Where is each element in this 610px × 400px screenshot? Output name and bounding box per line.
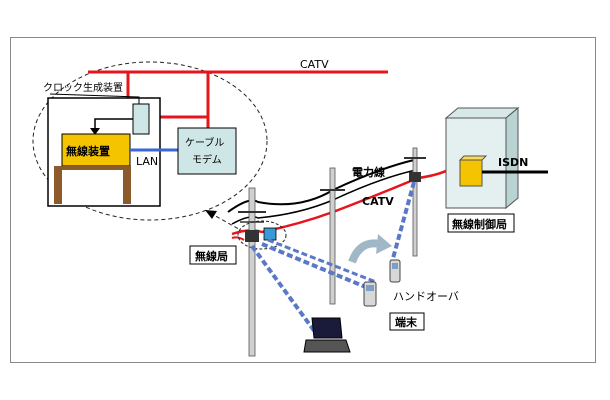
- pole-3: [412, 147, 418, 257]
- cable-modem-label-1: ケーブル: [185, 136, 224, 149]
- device-stand-bar: [54, 166, 131, 170]
- lan-label: LAN: [136, 155, 158, 168]
- catv-top-label: CATV: [300, 58, 329, 71]
- link-pole3-to-phone: [390, 181, 416, 263]
- link-station-to-laptop: [250, 244, 320, 338]
- clock-to-device-line: [94, 118, 133, 128]
- station-unit-blue: [263, 227, 277, 241]
- catv-mid-label: CATV: [362, 195, 394, 208]
- pole-1: [248, 187, 256, 357]
- wireless-station-label-box: [189, 245, 237, 265]
- cable-modem-box: [177, 127, 237, 175]
- pole-2: [329, 167, 336, 305]
- handover-arrowhead: [376, 234, 392, 254]
- power-line-label: 電力線: [352, 165, 385, 179]
- link-station-to-phone: [261, 242, 369, 290]
- device-leg-left: [54, 166, 62, 204]
- control-station-label-box: [447, 213, 515, 233]
- link-station-to-phone-2: [267, 238, 377, 284]
- station-highlight-ellipse: [237, 220, 287, 250]
- pole-3-unit: [409, 172, 421, 182]
- terminal-label-box: [389, 312, 425, 331]
- terminal-label: 端末: [395, 315, 418, 329]
- station-unit-black: [245, 230, 259, 242]
- phone-old-screen: [366, 285, 374, 291]
- clock-callout-line: [49, 93, 140, 104]
- laptop-screen: [311, 317, 343, 339]
- zoom-arrowhead: [205, 210, 217, 219]
- clock-generator-box: [132, 103, 150, 135]
- wireless-station-label: 無線局: [195, 249, 228, 263]
- control-station-label: 無線制御局: [452, 217, 507, 231]
- handover-arrow: [348, 239, 381, 264]
- control-equipment-box: [459, 159, 483, 187]
- clock-to-device-arrowhead: [90, 128, 100, 135]
- cable-modem-label-2: モデム: [192, 153, 222, 166]
- isdn-label: ISDN: [498, 156, 528, 169]
- handover-label: ハンドオーバ: [393, 290, 459, 303]
- phone-new-screen: [392, 263, 398, 269]
- power-line-wire: [227, 159, 415, 213]
- zoom-pointer-line: [211, 213, 245, 233]
- device-leg-right: [123, 166, 131, 204]
- laptop-base: [303, 339, 351, 353]
- diagram-frame: [10, 37, 596, 363]
- wireless-device-label: 無線装置: [66, 144, 110, 158]
- control-equipment-top: [458, 155, 488, 161]
- zoom-ellipse: [32, 61, 268, 221]
- clock-generator-label: クロック生成装置: [43, 81, 123, 94]
